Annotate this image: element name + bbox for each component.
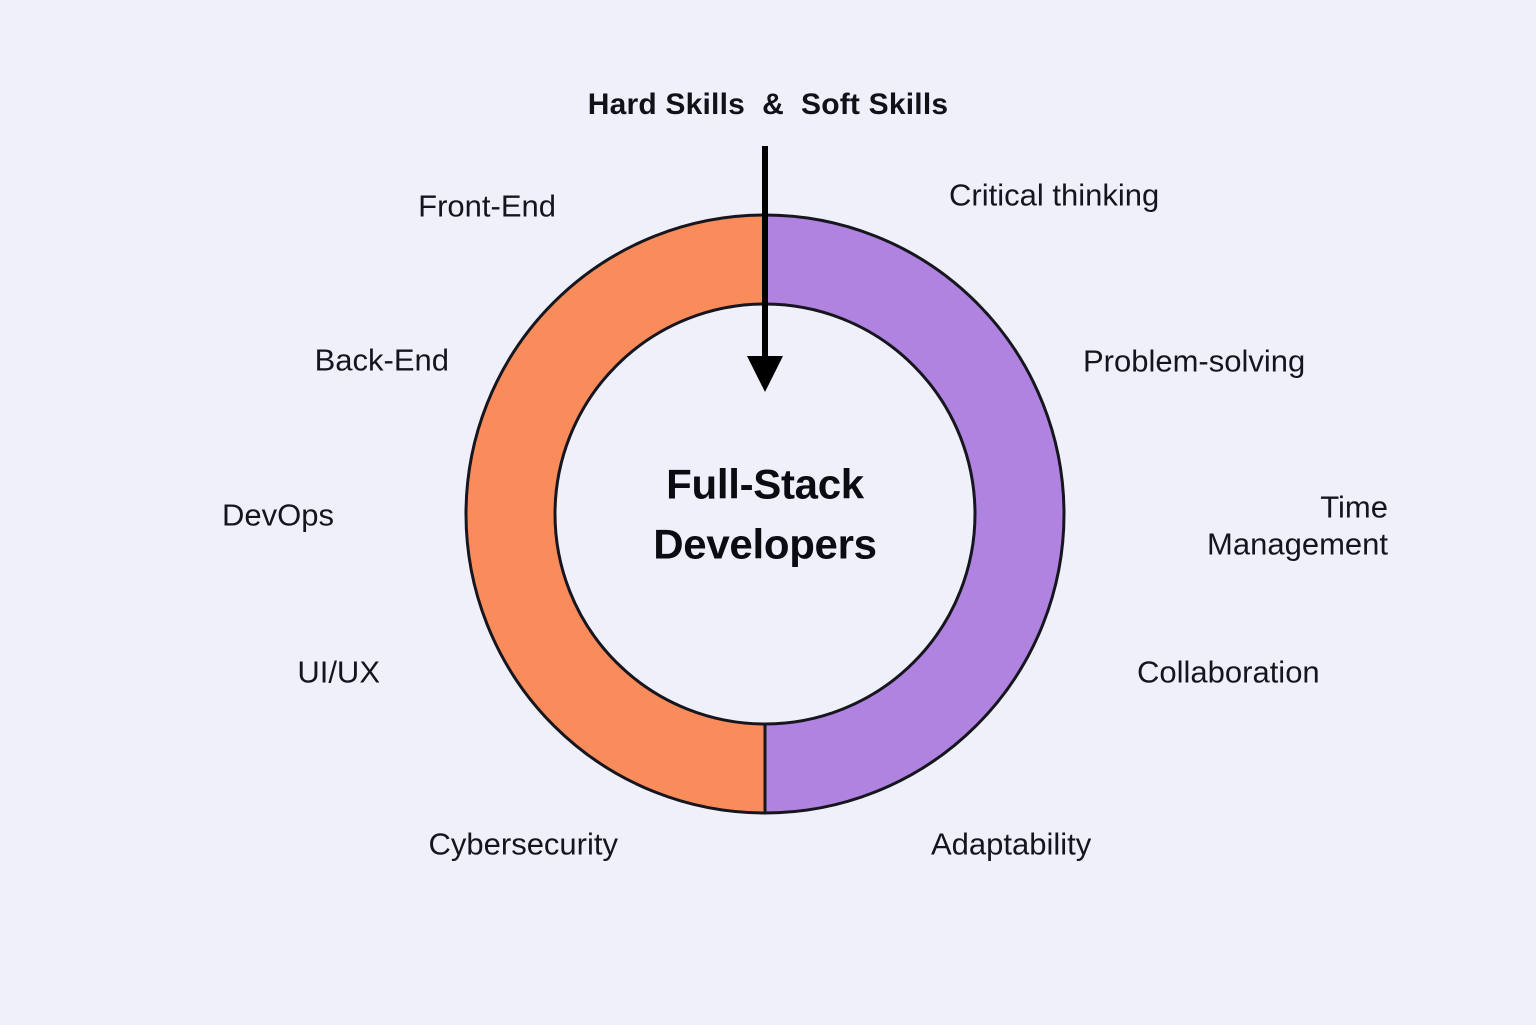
hard-skill-label-front-end[interactable]: Front-End <box>418 188 556 224</box>
donut-slice-hard-skills[interactable] <box>464 213 767 815</box>
hard-skill-label-back-end[interactable]: Back-End <box>314 342 449 378</box>
hard-skill-label-cybersecurity[interactable]: Cybersecurity <box>428 826 619 862</box>
center-label-line-1: Full-Stack <box>666 460 864 508</box>
down-arrow-icon <box>747 146 783 392</box>
center-label: Full-Stack Developers <box>575 454 955 573</box>
page-title: Hard Skills & Soft Skills <box>587 88 949 121</box>
hard-skill-label-devops[interactable]: DevOps <box>222 497 334 533</box>
donut-slice-soft-skills[interactable] <box>763 213 1066 815</box>
soft-skill-label-collaboration[interactable]: Collaboration <box>1137 654 1320 690</box>
soft-skill-label-critical-thinking[interactable]: Critical thinking <box>949 177 1160 213</box>
soft-skill-label-adaptability[interactable]: Adaptability <box>931 826 1092 862</box>
soft-skill-label-problem-solving[interactable]: Problem-solving <box>1083 343 1306 379</box>
hard-skill-label-ui-ux[interactable]: UI/UX <box>297 654 380 690</box>
soft-skill-label-time-management[interactable]: Time Management <box>1207 489 1388 561</box>
center-label-line-2: Developers <box>653 520 877 567</box>
